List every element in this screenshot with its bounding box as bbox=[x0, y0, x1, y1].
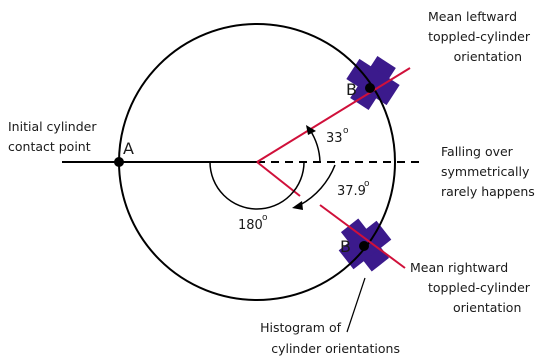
arc-180 bbox=[209, 161, 305, 210]
svg-text:o: o bbox=[364, 179, 370, 189]
mean-rightward-label: Mean rightward toppled-cylinder orientat… bbox=[410, 260, 534, 315]
rightward-orientation-line-outer bbox=[319, 204, 406, 269]
point-b-bottom-dot bbox=[359, 241, 369, 251]
arc-37-9-arrowhead bbox=[292, 201, 303, 210]
point-b-top-label: B bbox=[346, 80, 357, 99]
leftward-orientation-line bbox=[256, 67, 411, 163]
point-b-bottom-label: B bbox=[340, 237, 351, 256]
arc-33-arrowhead bbox=[306, 125, 316, 135]
falling-over-label: Falling over symmetrically rarely happen… bbox=[441, 144, 535, 199]
mean-leftward-label: Mean leftward toppled-cylinder orientati… bbox=[428, 9, 534, 64]
svg-text:33: 33 bbox=[326, 131, 343, 146]
point-a-label: A bbox=[123, 139, 134, 158]
angle-37-9-label: 37.9 o bbox=[337, 179, 370, 199]
histogram-label: Histogram of cylinder orientations bbox=[260, 320, 400, 356]
svg-text:o: o bbox=[262, 213, 268, 223]
point-b-top-dot bbox=[365, 83, 375, 93]
arc-37-9 bbox=[299, 164, 336, 206]
rightward-orientation-line bbox=[256, 161, 301, 197]
angle-33-label: 33 o bbox=[326, 126, 349, 146]
angle-180-label: 180 o bbox=[238, 213, 268, 233]
initial-contact-label: Initial cylinder contact point bbox=[8, 119, 100, 154]
svg-text:o: o bbox=[343, 126, 349, 136]
histogram-pointer-line bbox=[346, 277, 366, 333]
point-a-dot bbox=[114, 157, 124, 167]
svg-text:180: 180 bbox=[238, 218, 263, 233]
arc-33 bbox=[309, 129, 321, 163]
svg-text:37.9: 37.9 bbox=[337, 184, 366, 199]
